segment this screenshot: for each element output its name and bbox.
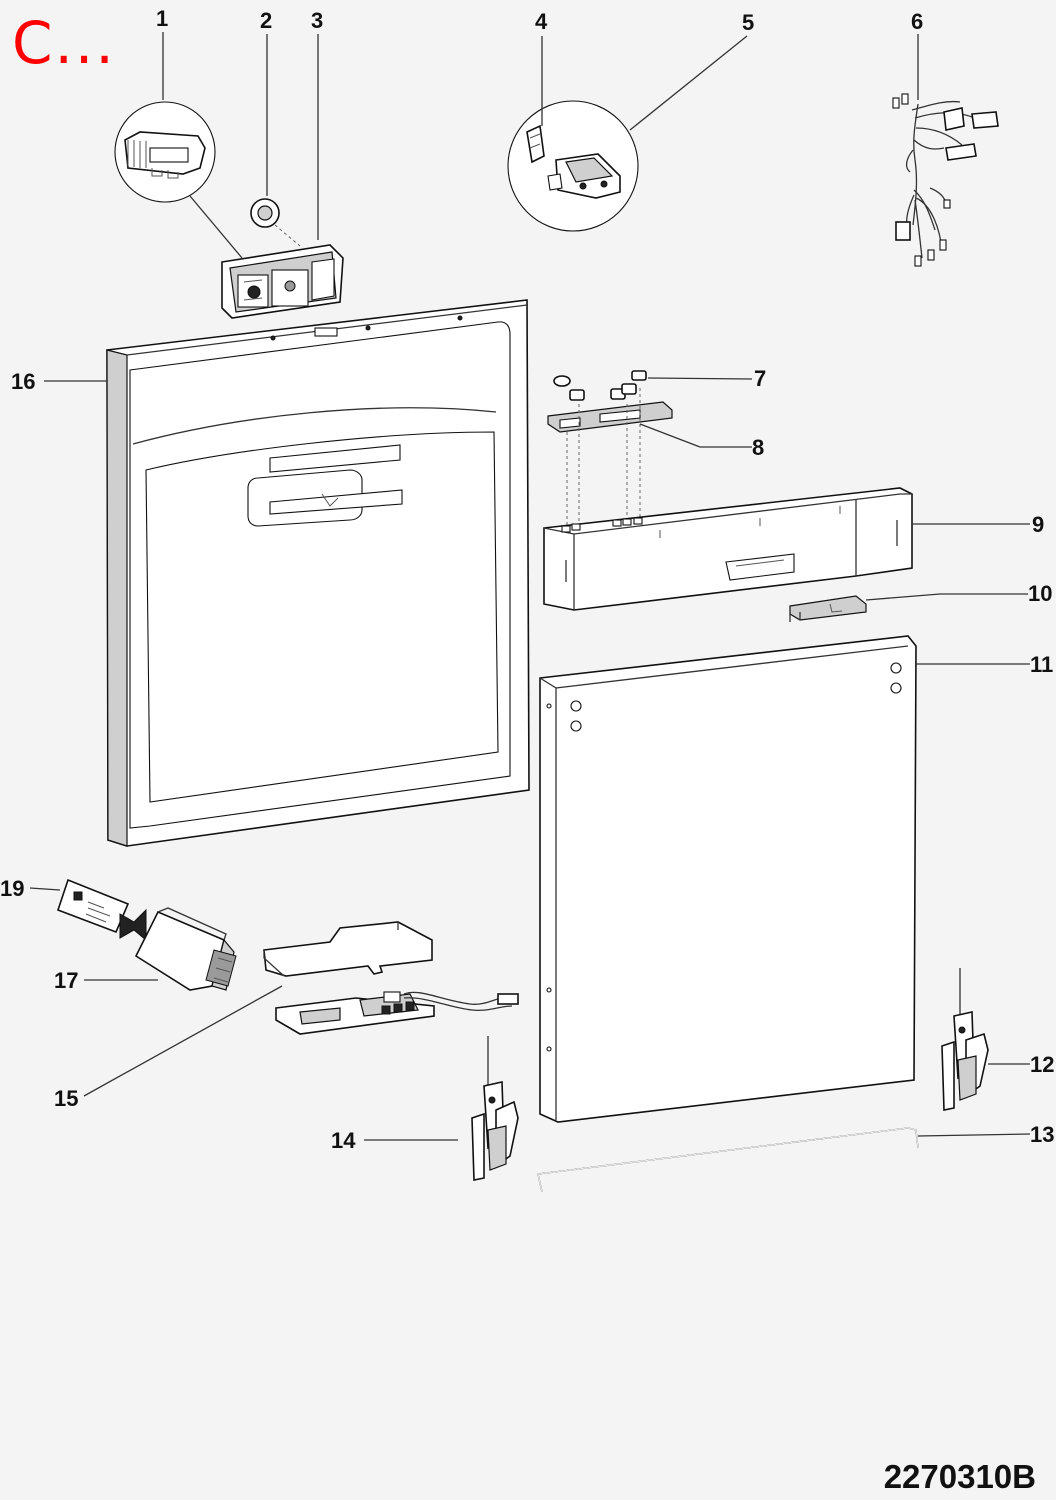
part-7-buttons [553, 370, 647, 401]
corner-mark: C... [12, 9, 116, 77]
part-4-5-door-lock-detail [507, 100, 639, 232]
callout-14: 14 [331, 1128, 356, 1153]
part-12-hinge-right [941, 968, 989, 1111]
callout-10: 10 [1028, 581, 1052, 606]
part-6-wiring-harness [892, 93, 999, 267]
callout-7: 7 [754, 366, 766, 391]
callout-16: 16 [11, 369, 35, 394]
callout-11: 11 [1030, 652, 1053, 677]
leader-lines [29, 32, 1031, 1141]
callout-4: 4 [535, 9, 548, 34]
callout-12: 12 [1030, 1052, 1054, 1077]
part-16-inner-door [106, 299, 530, 847]
part-3-dispenser-assembly [221, 244, 344, 319]
part-2-seal-ring [250, 198, 301, 247]
part-9-control-panel [543, 487, 913, 611]
callout-3: 3 [311, 8, 323, 33]
part-17-module [119, 907, 237, 991]
callout-5: 5 [742, 10, 754, 35]
part-8-button-carrier [547, 388, 673, 525]
callout-1: 1 [156, 6, 168, 31]
callout-labels: 1 2 3 4 5 6 7 8 9 10 11 12 13 14 15 16 1… [0, 6, 1054, 1153]
callout-8: 8 [752, 435, 764, 460]
callout-15: 15 [54, 1086, 78, 1111]
part-19-rating-label [56, 878, 130, 934]
part-14-hinge-left [471, 1036, 519, 1181]
document-id: 2270310B [883, 1458, 1036, 1495]
callout-9: 9 [1032, 512, 1044, 537]
callout-6: 6 [911, 9, 923, 34]
callout-13: 13 [1030, 1122, 1054, 1147]
callout-17: 17 [54, 968, 78, 993]
part-10-bracket [789, 595, 867, 622]
part-15-control-board [263, 921, 519, 1035]
callout-2: 2 [260, 8, 272, 33]
part-13-rod [537, 1127, 919, 1193]
callout-19: 19 [0, 876, 24, 901]
part-1-dispenser-detail [114, 101, 243, 259]
part-11-outer-door [539, 635, 917, 1123]
